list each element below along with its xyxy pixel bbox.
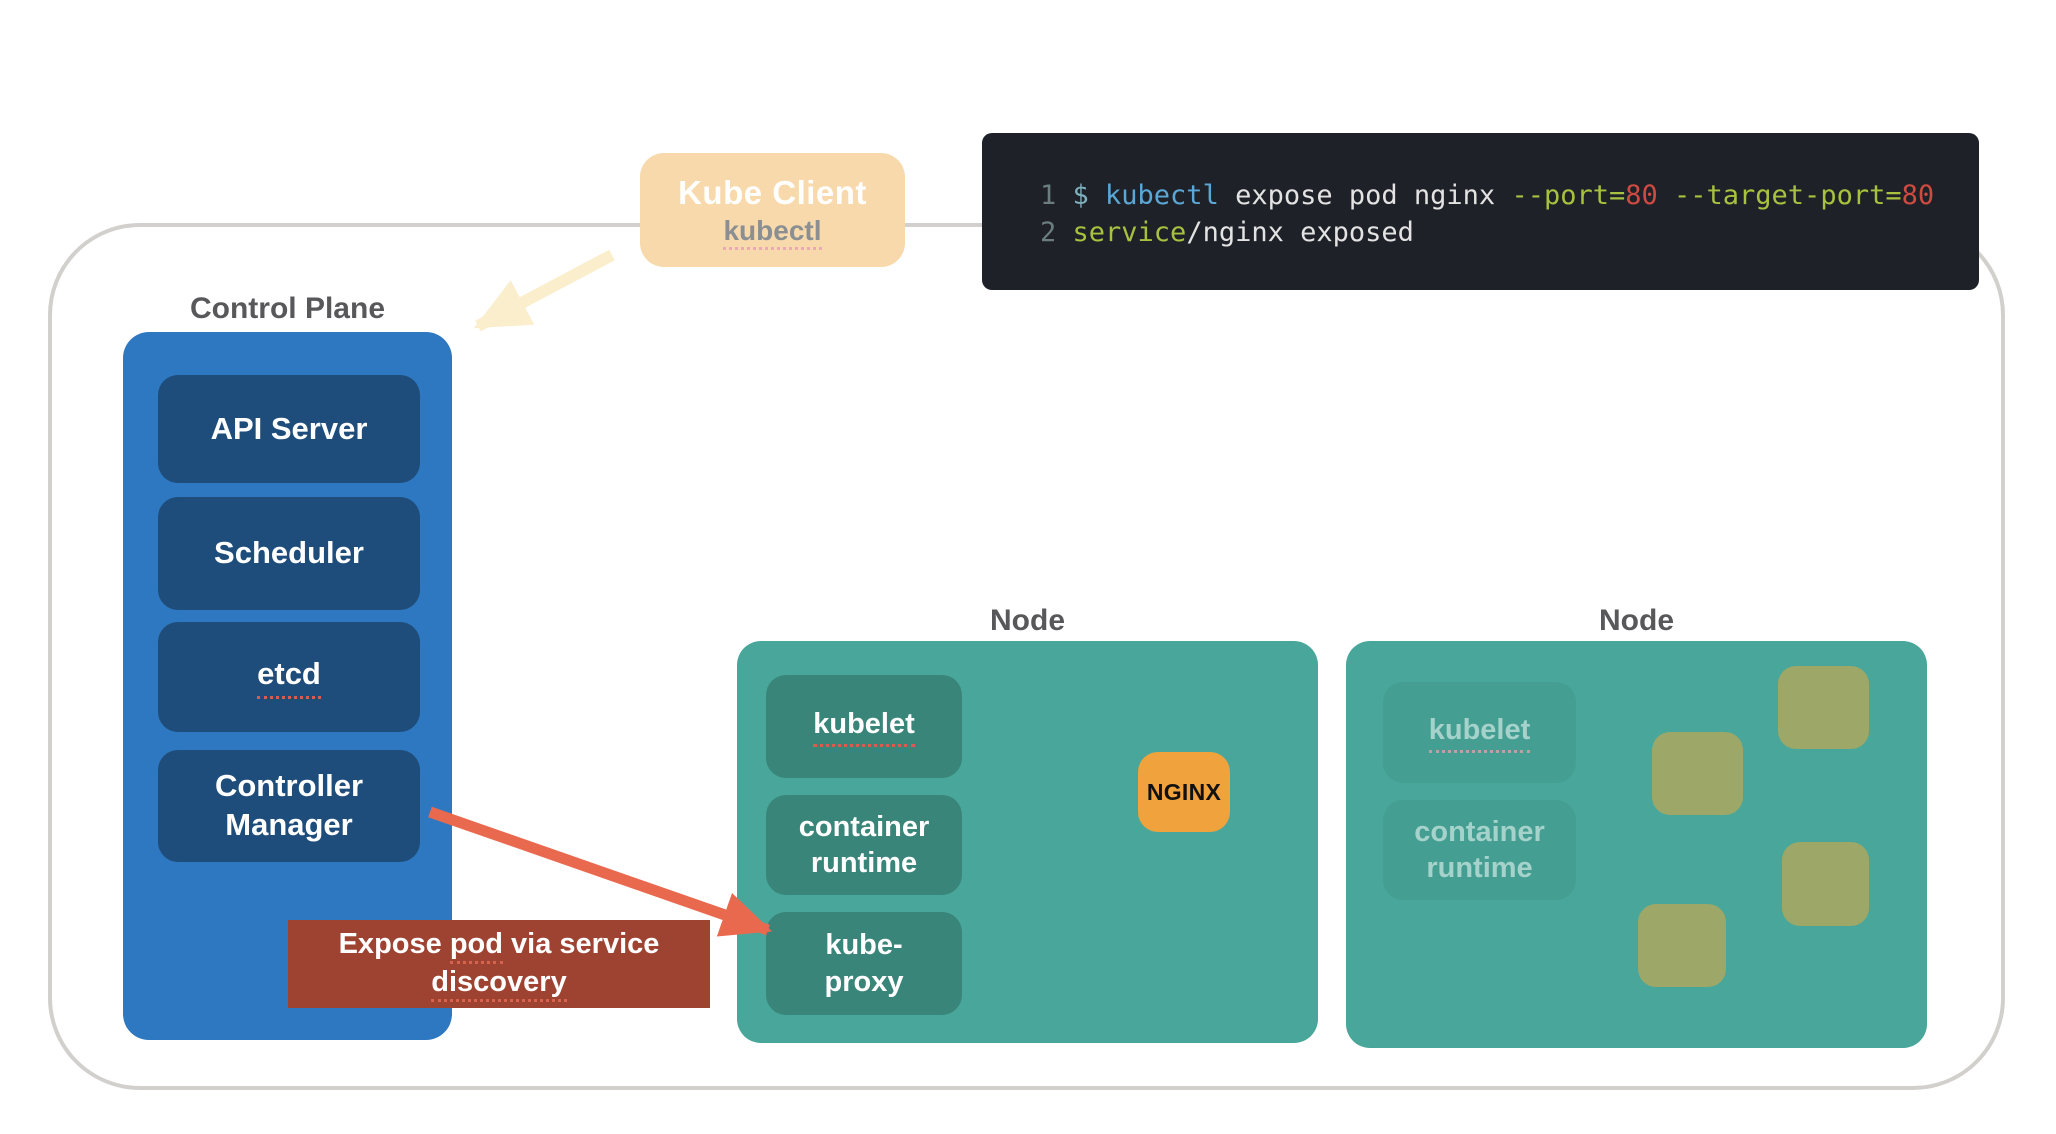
nginx-pod-label: NGINX (1146, 778, 1222, 805)
node-2-box: kubelet container runtime (1346, 641, 1927, 1048)
node-2-kubelet-box: kubelet (1383, 682, 1576, 783)
etcd-label: etcd (257, 655, 321, 699)
target-port-flag: --target-port= (1674, 180, 1902, 211)
target-port-value: 80 (1901, 180, 1935, 211)
annotation-line-2: discovery (431, 964, 567, 1002)
command-args: expose pod nginx (1218, 180, 1512, 211)
terminal-snippet: 1 $ kubectl expose pod nginx --port=80 -… (982, 133, 1979, 290)
line-number-1: 1 (1040, 180, 1073, 211)
kube-client-title: Kube Client (678, 173, 867, 211)
node-1-kubelet-label: kubelet (813, 706, 915, 748)
kube-client-subtitle: kubectl (723, 214, 822, 250)
controller-manager-box: Controller Manager (158, 750, 420, 862)
annotation-box: Expose pod via service discovery (288, 920, 710, 1008)
control-plane-label: Control Plane (189, 292, 385, 325)
annotation-line-1: Expose pod via service (338, 926, 660, 965)
node-2-kubelet-label: kubelet (1428, 712, 1531, 754)
service-keyword: service (1072, 217, 1187, 248)
kubectl-label: kubectl (723, 214, 822, 250)
node-2-label: Node (1599, 604, 1674, 637)
node-1-label: Node (990, 604, 1065, 637)
node-1-kubelet-box: kubelet (766, 675, 962, 778)
pod-square-4 (1638, 904, 1726, 987)
kube-client-box: Kube Client kubectl (640, 153, 905, 267)
api-server-label: API Server (210, 410, 368, 446)
node-1-container-runtime-label: container runtime (798, 810, 930, 879)
node-1-container-runtime-box: container runtime (766, 795, 962, 895)
annotation-word-pod: pod (449, 928, 503, 965)
node-2-container-runtime-label: container runtime (1414, 815, 1545, 884)
nginx-pod-box: NGINX (1138, 752, 1230, 832)
line-number-2: 2 (1040, 217, 1073, 248)
scheduler-box: Scheduler (158, 497, 420, 610)
port-flag: --port= (1511, 180, 1626, 211)
kubectl-command: kubectl (1105, 180, 1219, 211)
terminal-line-1: 1 $ kubectl expose pod nginx --port=80 -… (1040, 177, 1979, 214)
controller-manager-label: Controller Manager (214, 768, 364, 842)
flag-separator (1658, 180, 1674, 211)
command-output: /nginx exposed (1186, 217, 1414, 248)
terminal-line-2: 2 service/nginx exposed (1040, 214, 1979, 251)
annotation-word-discovery: discovery (431, 966, 567, 1002)
node-1-kube-proxy-label: kube-proxy (824, 929, 904, 998)
shell-prompt: $ (1072, 180, 1106, 211)
api-server-box: API Server (158, 375, 420, 483)
port-value: 80 (1625, 180, 1658, 211)
pod-square-3 (1782, 842, 1869, 926)
node-1-kube-proxy-box: kube-proxy (766, 912, 962, 1015)
etcd-box: etcd (158, 622, 420, 732)
node-2-container-runtime-box: container runtime (1383, 800, 1576, 900)
annotation-text-cont: via service (502, 928, 660, 961)
scheduler-label: Scheduler (214, 535, 364, 571)
annotation-text: Expose (338, 928, 450, 961)
pod-square-1 (1778, 666, 1869, 749)
pod-square-2 (1652, 732, 1743, 815)
node-1-box: kubelet container runtime kube-proxy NGI… (737, 641, 1318, 1043)
